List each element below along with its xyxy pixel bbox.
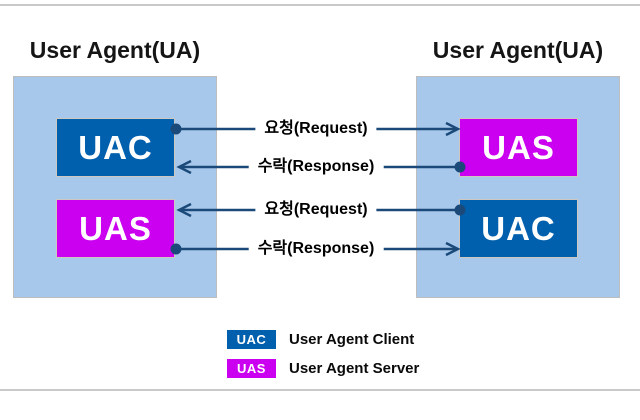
right-uas-box: UAS bbox=[459, 118, 578, 177]
left-uas-box: UAS bbox=[56, 199, 175, 258]
connector-request-2-label: 요청(Request) bbox=[255, 200, 377, 220]
legend-chip-uas: UAS bbox=[227, 359, 276, 378]
bottom-divider bbox=[0, 389, 640, 391]
origin-dot bbox=[454, 161, 466, 173]
arrowhead-left-icon bbox=[176, 159, 192, 175]
left-ua-title: User Agent(UA) bbox=[29, 37, 201, 63]
right-ua-panel: UAS UAC bbox=[416, 76, 620, 298]
top-divider bbox=[0, 4, 640, 6]
origin-dot bbox=[170, 123, 182, 135]
arrowhead-left-icon bbox=[176, 202, 192, 218]
connector-response-2-label: 수락(Response) bbox=[248, 239, 384, 259]
right-ua-title: User Agent(UA) bbox=[432, 37, 604, 63]
left-ua-panel: UAC UAS bbox=[13, 76, 217, 298]
origin-dot bbox=[170, 243, 182, 255]
legend-label-uac: User Agent Client bbox=[289, 331, 415, 348]
arrowhead-right-icon bbox=[445, 121, 461, 137]
connector-request-1-label: 요청(Request) bbox=[255, 119, 377, 139]
legend-label-uas: User Agent Server bbox=[289, 360, 420, 377]
right-uac-box: UAC bbox=[459, 199, 578, 258]
arrowhead-right-icon bbox=[445, 241, 461, 257]
origin-dot bbox=[454, 204, 466, 216]
connector-response-1-label: 수락(Response) bbox=[248, 157, 384, 177]
legend-chip-uac: UAC bbox=[227, 330, 276, 349]
left-uac-box: UAC bbox=[56, 118, 175, 177]
